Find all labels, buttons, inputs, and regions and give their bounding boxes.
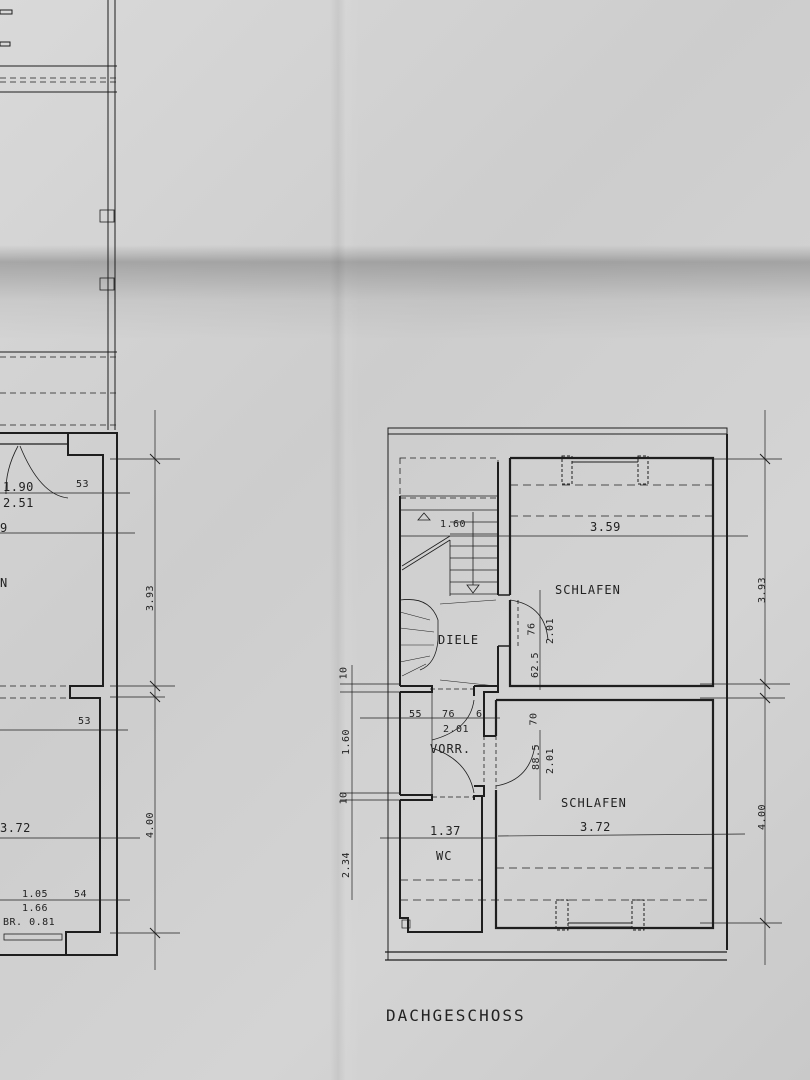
dim-left-top-wall: 10: [338, 666, 350, 680]
room-label-vorraum: VORR.: [430, 742, 472, 756]
drawing-title: DACHGESCHOSS: [386, 1006, 526, 1025]
dim-left-fragment-lower: 4.00: [145, 811, 157, 839]
dim-left-mid-wall: 10: [338, 791, 350, 805]
dim-schlafen-top-width: 3.59: [590, 520, 621, 534]
dim-left-lower: 2.34: [341, 851, 353, 879]
dim-door-bottom-offset: 70: [528, 712, 540, 726]
dim-left-9: 9: [0, 521, 8, 535]
dim-schlafen-bottom-width: 3.72: [580, 820, 611, 834]
room-label-wc: WC: [436, 849, 453, 863]
dim-left-166: 1.66: [22, 903, 49, 914]
dim-left-372: 3.72: [0, 821, 31, 835]
dim-left-53-top: 53: [76, 479, 90, 490]
dim-left-105: 1.05: [22, 889, 49, 900]
dim-left-190: 1.90: [3, 480, 34, 494]
dim-vorr-left: 55: [409, 709, 423, 720]
room-label-schlafen-top: SCHLAFEN: [555, 583, 621, 597]
room-label-diele: DIELE: [438, 633, 480, 647]
room-label-partial: N: [0, 576, 9, 590]
dim-door-bottom-width: 88.5: [531, 743, 543, 771]
dim-vorr-door: 76: [442, 709, 456, 720]
dim-sill-top: 62.5: [530, 651, 542, 679]
dim-wc-width: 1.37: [430, 824, 461, 838]
dim-left-mid: 1.60: [341, 728, 353, 756]
window-br-label: BR. 0.81: [3, 917, 56, 928]
dim-stair-width: 1.60: [440, 519, 467, 530]
dim-right-lower: 4.00: [757, 803, 769, 831]
dim-vorr-door-height: 2.01: [443, 724, 470, 735]
dim-left-53-bottom: 53: [78, 716, 92, 727]
dim-vorr-gap: 6: [476, 709, 483, 720]
dim-left-fragment-upper: 3.93: [145, 584, 157, 612]
dim-left-54: 54: [74, 889, 88, 900]
dim-left-251: 2.51: [3, 496, 34, 510]
dim-door-top-width: 76: [526, 622, 538, 636]
dim-door-top-height: 2.01: [545, 617, 557, 645]
dim-door-bottom-height: 2.01: [545, 747, 557, 775]
room-label-schlafen-bottom: SCHLAFEN: [561, 796, 627, 810]
dim-right-upper: 3.93: [757, 576, 769, 604]
